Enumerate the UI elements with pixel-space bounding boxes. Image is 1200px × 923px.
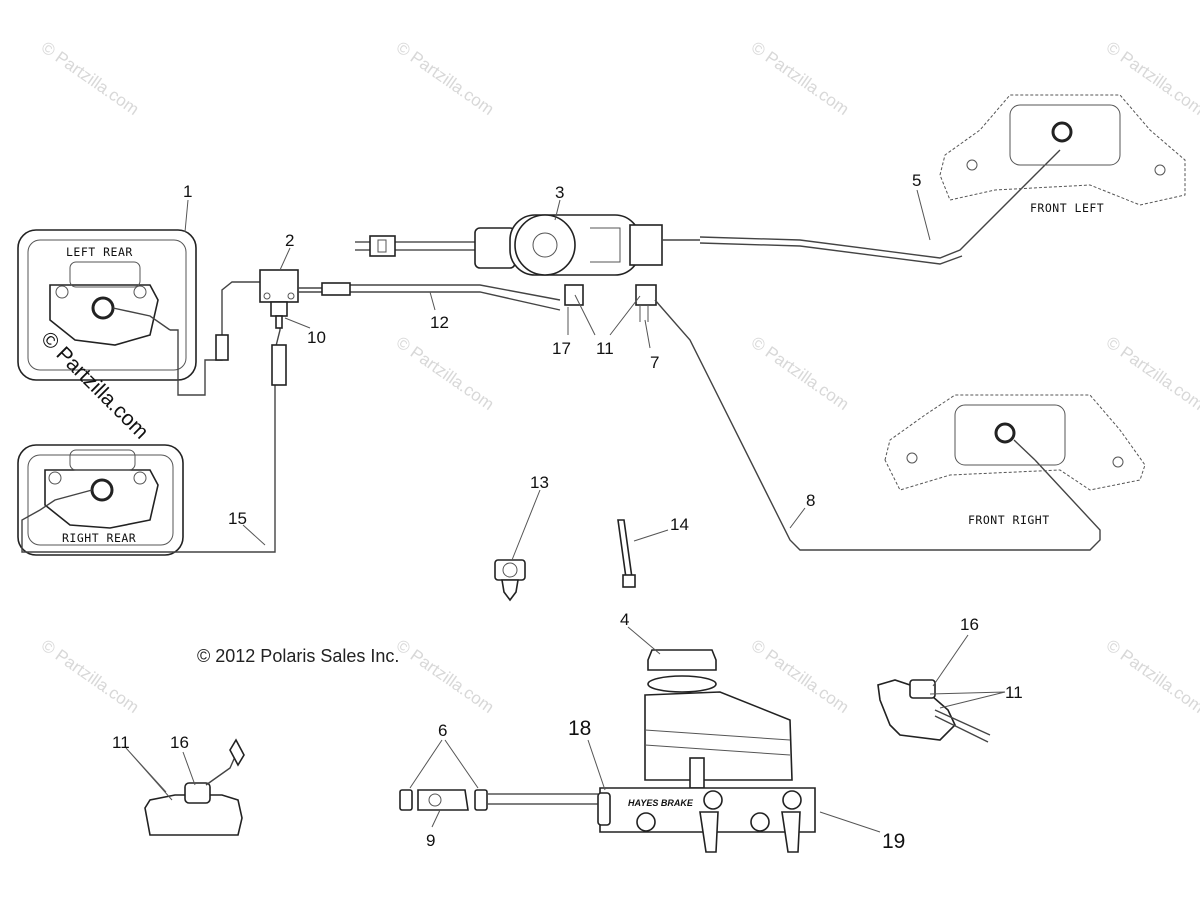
front-right-caliper: FRONT RIGHT bbox=[884, 394, 1146, 527]
callout-9: 9 bbox=[426, 831, 435, 850]
line-12-fitting bbox=[321, 282, 351, 296]
copyright-notice: © 2012 Polaris Sales Inc. bbox=[197, 646, 399, 666]
nut-6 bbox=[474, 789, 488, 811]
line-15-fitting bbox=[271, 344, 287, 386]
right-rear-label: RIGHT REAR bbox=[62, 531, 136, 545]
clevis-9 bbox=[399, 789, 488, 811]
brake-switch-16-right bbox=[877, 679, 991, 743]
watermark: © Partzilla.com bbox=[748, 333, 853, 414]
nut-6 bbox=[399, 789, 413, 811]
reservoir-cap bbox=[647, 649, 717, 671]
clip-13 bbox=[494, 559, 526, 602]
watermark: © Partzilla.com bbox=[748, 636, 853, 717]
callout-1: 1 bbox=[183, 182, 192, 201]
callout-labels: 1 2 3 4 5 6 7 8 9 10 11 12 13 14 15 16 1… bbox=[112, 171, 1023, 853]
watermark: © Partzilla.com bbox=[393, 636, 498, 717]
line-1-fitting bbox=[215, 334, 229, 361]
watermark-group: © Partzilla.com © Partzilla.com © Partzi… bbox=[38, 38, 1200, 717]
callout-11: 11 bbox=[596, 339, 614, 358]
hayes-brake-label: HAYES BRAKE bbox=[628, 798, 694, 808]
brake-line-5 bbox=[699, 149, 1061, 259]
callout-8: 8 bbox=[806, 491, 815, 510]
callout-16-left: 16 bbox=[170, 733, 189, 752]
master-cylinder-18: HAYES BRAKE bbox=[488, 649, 816, 853]
junction-block bbox=[259, 269, 299, 303]
callout-7: 7 bbox=[650, 353, 659, 372]
pedal-master-cylinder-3 bbox=[355, 214, 700, 322]
left-rear-caliper: LEFT REAR bbox=[17, 229, 197, 381]
callout-4: 4 bbox=[620, 610, 629, 629]
callout-10: 10 bbox=[307, 328, 326, 347]
right-rear-caliper: RIGHT REAR bbox=[17, 444, 184, 556]
brake-switch-16-left bbox=[144, 738, 245, 836]
watermark: © Partzilla.com bbox=[38, 636, 143, 717]
callout-18: 18 bbox=[568, 717, 591, 740]
front-left-caliper: FRONT LEFT bbox=[939, 94, 1186, 215]
callout-15: 15 bbox=[228, 509, 247, 528]
callout-17: 17 bbox=[552, 339, 571, 358]
watermark: © Partzilla.com bbox=[748, 38, 853, 119]
watermark: © Partzilla.com bbox=[1103, 38, 1200, 119]
watermark: © Partzilla.com bbox=[38, 38, 143, 119]
brake-line-1 bbox=[170, 281, 260, 396]
brake-line-15 bbox=[21, 318, 281, 553]
watermark: © Partzilla.com bbox=[1103, 333, 1200, 414]
callout-5: 5 bbox=[912, 171, 921, 190]
callout-3: 3 bbox=[555, 183, 564, 202]
connector bbox=[369, 235, 396, 257]
callout-12: 12 bbox=[430, 313, 449, 332]
left-rear-label: LEFT REAR bbox=[66, 245, 133, 259]
cable-tie-14 bbox=[617, 519, 636, 588]
front-right-label: FRONT RIGHT bbox=[968, 513, 1050, 527]
brake-line-8 bbox=[654, 299, 1101, 551]
leader-lines bbox=[125, 189, 1006, 833]
front-left-label: FRONT LEFT bbox=[1030, 201, 1104, 215]
callout-11-left: 11 bbox=[112, 733, 130, 752]
callout-6: 6 bbox=[438, 721, 447, 740]
watermark: © Partzilla.com bbox=[393, 38, 498, 119]
callout-14: 14 bbox=[670, 515, 689, 534]
callout-16: 16 bbox=[960, 615, 979, 634]
callout-11-right: 11 bbox=[1005, 683, 1023, 702]
watermark: © Partzilla.com bbox=[393, 333, 498, 414]
callout-13: 13 bbox=[530, 473, 549, 492]
junction-block-2 bbox=[259, 269, 299, 329]
callout-2: 2 bbox=[285, 231, 294, 250]
watermark: © Partzilla.com bbox=[1103, 636, 1200, 717]
callout-19: 19 bbox=[882, 830, 905, 853]
